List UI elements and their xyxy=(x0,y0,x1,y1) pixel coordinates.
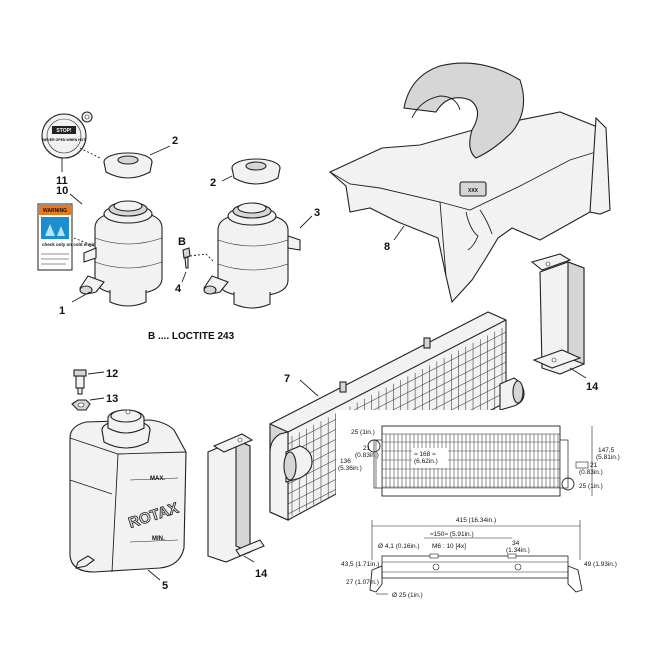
callout-12: 12 xyxy=(106,368,118,380)
radiator-bracket-left xyxy=(207,433,265,563)
dim-21-left-in: (0.83in.) xyxy=(355,452,379,459)
callout-8: 8 xyxy=(384,241,390,253)
callout-2-right: 2 xyxy=(210,177,216,189)
callout-B: B xyxy=(178,236,186,248)
callout-4: 4 xyxy=(175,283,182,295)
callout-5: 5 xyxy=(162,580,168,592)
screw-4 xyxy=(182,247,191,269)
dim-147-in: (5.81in.) xyxy=(596,454,620,461)
air-shroud: XXX xyxy=(328,62,611,304)
pressure-cap-left xyxy=(103,152,153,179)
warning-body: check only on cold engine! xyxy=(42,242,100,247)
dim-25-right: 25 (1in.) xyxy=(579,483,603,490)
dim-41: Ø 4,1 (0.16in.) xyxy=(378,543,420,550)
dim-150: ≈150≈ (5.91in.) xyxy=(430,531,474,538)
callout-11: 11 xyxy=(56,175,68,187)
callout-3: 3 xyxy=(314,207,320,219)
dim-21-left: 21 xyxy=(363,445,371,452)
dim-415: 415 (16.34in.) xyxy=(456,517,496,524)
callout-1: 1 xyxy=(59,305,65,317)
dim-25-top: 25 (1in.) xyxy=(351,429,375,436)
callout-14-right: 14 xyxy=(586,381,599,393)
tank-min-label: MIN. xyxy=(152,536,165,542)
dim-25-bottom: Ø 25 (1in.) xyxy=(392,592,423,599)
callout-7: 7 xyxy=(284,373,290,385)
expansion-tank-left xyxy=(79,200,163,307)
dim-136-in: (5.36in.) xyxy=(338,465,362,472)
callout-14-left: 14 xyxy=(255,568,268,580)
loctite-note: B .... LOCTITE 243 xyxy=(148,331,235,342)
dim-21-right-in: (0.83in.) xyxy=(579,469,603,476)
dim-147: 147,5 xyxy=(598,447,615,454)
fitting-12 xyxy=(73,369,87,395)
dim-34: 34 xyxy=(512,540,520,547)
radiator-cap-warning-decal: STOP! NEVER OPEN WHEN HOT xyxy=(41,111,93,159)
warning-decal: WARNING check only on cold engine! xyxy=(37,203,100,271)
dim-43: 43,5 (1.71in.) xyxy=(341,561,379,568)
warning-title: WARNING xyxy=(43,208,67,214)
cap-stop-text: STOP! xyxy=(56,128,72,134)
dim-m6: M6 : 10 [4x] xyxy=(432,543,466,550)
coolant-tank: MAX. MIN. ROTAX xyxy=(69,409,187,573)
pressure-cap-right xyxy=(231,158,281,185)
dim-21-right: 21 xyxy=(590,462,598,469)
callout-13: 13 xyxy=(106,393,118,405)
nut-13 xyxy=(71,399,91,411)
callout-10: 10 xyxy=(56,185,68,197)
dim-49: 49 (1.93in.) xyxy=(584,561,617,568)
radiator-bracket-right xyxy=(530,253,585,375)
shroud-mark: XXX xyxy=(468,188,479,194)
dim-27: 27 (1.07in.) xyxy=(346,579,379,586)
cap-sub-text: NEVER OPEN WHEN HOT xyxy=(43,138,87,142)
expansion-tank-right xyxy=(203,202,301,309)
dim-168: ≈ 168 ≈ xyxy=(414,451,436,458)
dim-136: 136 xyxy=(340,458,351,465)
dimension-drawing: 25 (1in.) 21 (0.83in.) 136 (5.36in.) ≈ 1… xyxy=(336,410,620,614)
callout-2-left: 2 xyxy=(172,135,178,147)
dim-168-in: (6.62in.) xyxy=(414,458,438,465)
dim-34-in: (1.34in.) xyxy=(506,547,530,554)
